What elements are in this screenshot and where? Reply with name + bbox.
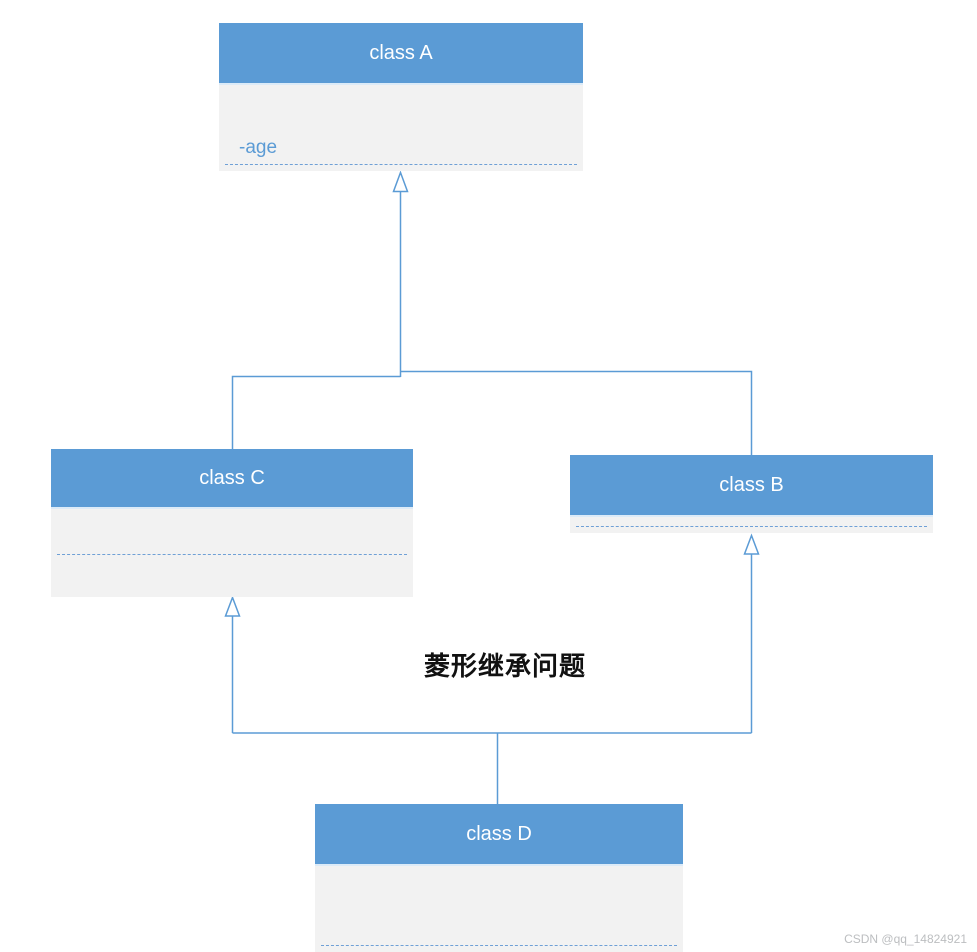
hollow-triangle-arrowhead-to-class-c — [224, 595, 241, 617]
class-box-c: class C — [51, 449, 413, 597]
class-b-section-divider — [576, 526, 927, 527]
class-b-body — [570, 517, 933, 533]
class-d-header: class D — [315, 804, 683, 866]
class-a-attribute-age: -age — [239, 137, 278, 158]
class-box-b: class B — [570, 455, 933, 533]
diagram-caption: 菱形继承问题 — [424, 652, 587, 682]
connector-class-c-to-class-a — [231, 375, 401, 449]
class-c-body — [51, 509, 413, 597]
csdn-watermark: CSDN @qq_14824921 — [844, 932, 967, 946]
class-a-body: -age — [219, 85, 583, 171]
class-a-header: class A — [219, 23, 583, 85]
hollow-triangle-arrowhead-to-class-a — [392, 170, 409, 193]
hollow-triangle-arrowhead-to-class-b — [743, 533, 760, 555]
class-c-section-divider — [57, 554, 407, 555]
class-b-title: class B — [719, 473, 784, 496]
class-c-title: class C — [199, 466, 265, 489]
class-a-section-divider — [225, 164, 577, 165]
class-c-header: class C — [51, 449, 413, 509]
class-d-title: class D — [466, 822, 532, 845]
class-d-section-divider — [321, 945, 677, 946]
class-b-header: class B — [570, 455, 933, 517]
class-d-body — [315, 866, 683, 952]
class-a-title: class A — [369, 41, 433, 64]
class-box-d: class D — [315, 804, 683, 952]
connector-class-b-to-class-a — [400, 370, 753, 455]
class-box-a: class A -age — [219, 23, 583, 171]
